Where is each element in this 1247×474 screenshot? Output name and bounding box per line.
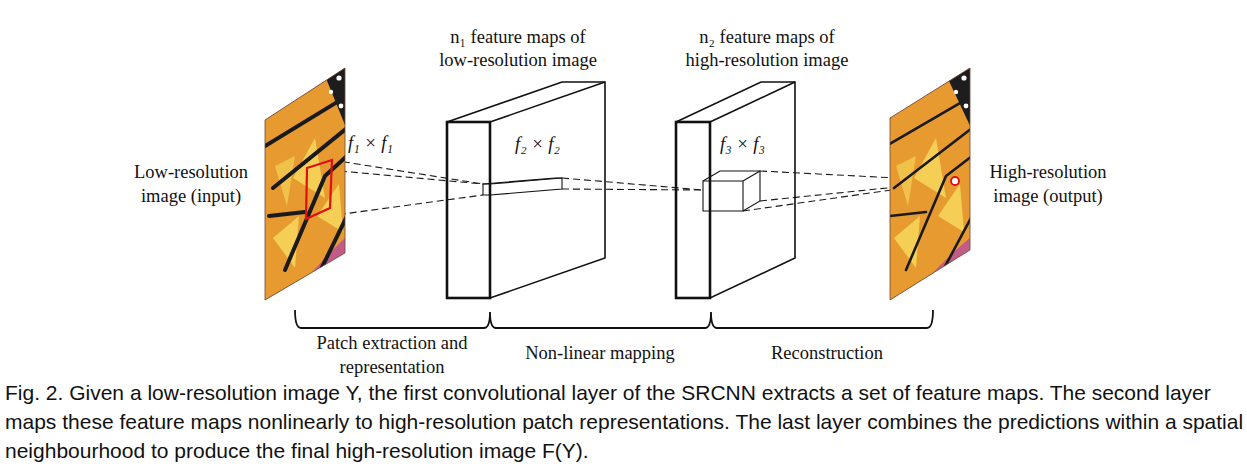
projection-lines bbox=[562, 178, 703, 190]
filter-size: f₂ × f₂ bbox=[515, 132, 595, 156]
image-caption-label: High-resolution image (output) bbox=[978, 160, 1118, 208]
feature-map-block: n₁ feature maps of low-resolution imagef… bbox=[445, 80, 607, 300]
feature-map-block: n₂ feature maps of high-resolution image… bbox=[674, 80, 797, 300]
input-image: Low-resolution image (input) bbox=[265, 66, 347, 302]
image-caption-label: Low-resolution image (input) bbox=[125, 160, 257, 208]
section-bracket bbox=[295, 310, 933, 328]
dashed-line bbox=[562, 178, 703, 190]
stage-label: Reconstruction bbox=[757, 341, 897, 365]
feature-map-heading: n₂ feature maps of high-resolution image bbox=[656, 26, 878, 72]
feature-map-heading: n₁ feature maps of low-resolution image bbox=[407, 26, 629, 72]
dashed-line bbox=[562, 189, 703, 190]
filter-size: f₃ × f₃ bbox=[720, 132, 792, 156]
filter-size: f₁ × f₁ bbox=[348, 131, 420, 155]
feature-map-block-outline bbox=[445, 80, 607, 300]
stage-label: Patch extraction and representation bbox=[313, 331, 471, 379]
output-image: High-resolution image (output) bbox=[886, 66, 972, 302]
feature-map-block-outline bbox=[674, 80, 797, 300]
output-image-outline bbox=[886, 66, 972, 302]
input-image-outline bbox=[265, 66, 347, 302]
dashed-line bbox=[332, 160, 483, 184]
figure-caption: Fig. 2. Given a low-resolution image Y, … bbox=[5, 378, 1245, 465]
stage-label: Non-linear mapping bbox=[520, 341, 680, 365]
